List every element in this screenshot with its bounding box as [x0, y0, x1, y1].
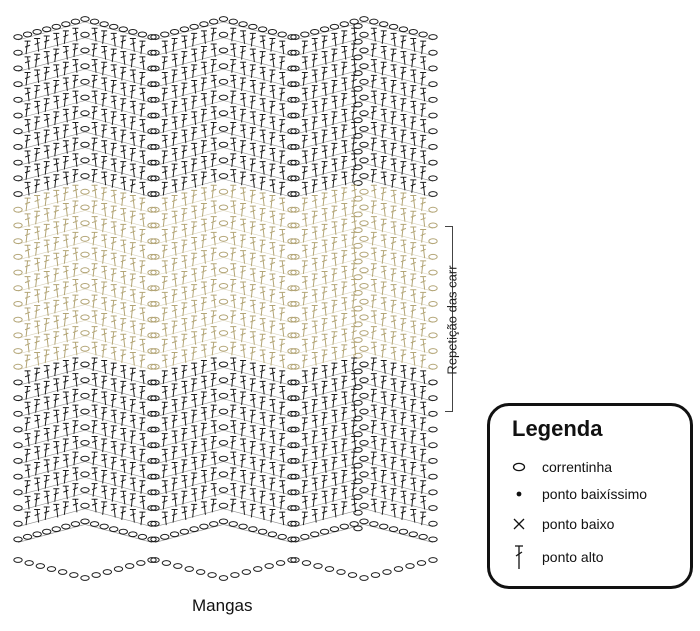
chart-caption: Mangas [192, 596, 253, 615]
stitch-row [13, 263, 438, 292]
legend-label: ponto baixíssimo [542, 486, 648, 502]
legend-item-double: ponto alto [508, 545, 604, 569]
stitch-row [13, 420, 438, 449]
legend-item-slip: ponto baixíssimo [508, 483, 647, 505]
slip-stitch-icon [508, 483, 530, 505]
stitch-row [13, 247, 438, 276]
stitch-row [13, 121, 438, 151]
stitch-row [13, 59, 438, 88]
legend-item-chain: correntinha [508, 456, 612, 478]
stitch-row [13, 169, 438, 198]
legend-title: Legenda [512, 416, 603, 441]
stitch-row [13, 373, 438, 402]
double-crochet-icon [508, 545, 530, 569]
repeat-label: Repetição das carr [444, 265, 460, 375]
legend-label: ponto alto [542, 549, 604, 565]
legend-label: ponto baixo [542, 516, 615, 532]
stitch-row [13, 231, 438, 261]
stitch-row [13, 341, 438, 370]
foundation-chain [13, 557, 438, 581]
stitch-row [13, 200, 438, 229]
legend-item-single: ponto baixo [508, 513, 614, 535]
crochet-chart [13, 16, 438, 581]
stitch-row [13, 216, 438, 245]
stitch-row [13, 27, 438, 56]
stitch-row [13, 498, 438, 527]
stitch-row [13, 106, 438, 135]
legend-box: Legenda correntinha ponto baixíssimo pon… [487, 403, 693, 589]
stitch-row [13, 388, 438, 418]
stitch-row [13, 74, 438, 104]
stitch-row [13, 43, 438, 72]
stitch-row [13, 467, 438, 496]
legend-label: correntinha [542, 459, 613, 475]
stitch-row [13, 518, 438, 543]
stitch-row [13, 483, 438, 512]
stitch-row [13, 184, 438, 213]
stitch-row [13, 310, 438, 339]
single-crochet-icon [508, 513, 530, 535]
stitch-row [13, 16, 438, 41]
stitch-row [13, 153, 438, 182]
stitch-row [13, 278, 438, 308]
stitch-row [13, 294, 438, 323]
stitch-row [13, 326, 438, 355]
stitch-row [13, 451, 438, 480]
stitch-row [13, 357, 438, 386]
stitch-row [13, 435, 438, 465]
repeat-bracket [440, 226, 453, 412]
stitch-row [13, 137, 438, 166]
stitch-row [13, 404, 438, 433]
stitch-row [13, 90, 438, 119]
chain-stitch-icon [508, 456, 530, 478]
